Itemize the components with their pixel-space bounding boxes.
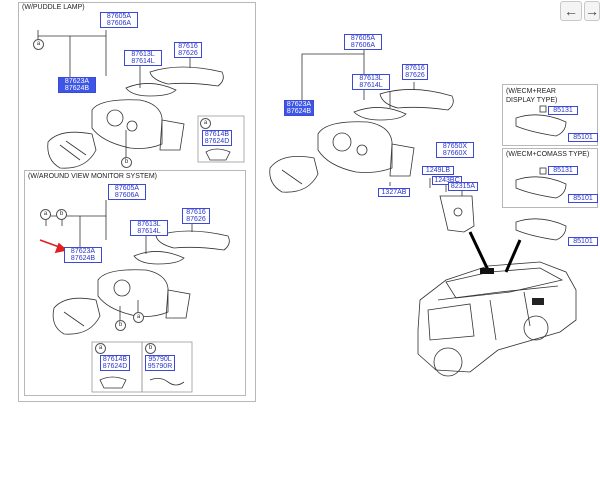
part-label-d4[interactable]: 85101 bbox=[568, 194, 598, 203]
part-label-c8[interactable]: 82315A bbox=[448, 182, 478, 191]
next-button[interactable]: → bbox=[584, 1, 600, 21]
ecm-compass-title: (W/ECM+COMASS TYPE) bbox=[506, 151, 590, 158]
callout-b: b bbox=[115, 320, 126, 331]
callout-a: a bbox=[133, 312, 144, 323]
callout-a: a bbox=[33, 39, 44, 50]
callout-a: a bbox=[95, 343, 106, 354]
previous-button[interactable]: ← bbox=[560, 1, 582, 21]
left-panel bbox=[18, 2, 256, 402]
part-label-c7[interactable]: 1243BC bbox=[432, 176, 462, 185]
ecm-compass-box bbox=[502, 148, 598, 208]
callout-b: b bbox=[145, 343, 156, 354]
ecm-rear-title: (W/ECM+REAR DISPLAY TYPE) bbox=[506, 88, 558, 104]
part-label-d3[interactable]: 85131 bbox=[548, 166, 578, 175]
part-label-d5[interactable]: 85101 bbox=[568, 237, 598, 246]
part-label-d1[interactable]: 85131 bbox=[548, 106, 578, 115]
callout-b: b bbox=[56, 209, 67, 220]
ecm-rear-box bbox=[502, 84, 598, 146]
puddle-lamp-title: (W/PUDDLE LAMP) bbox=[22, 4, 85, 11]
part-label-d2[interactable]: 85101 bbox=[568, 133, 598, 142]
part-label-c9[interactable]: 1327AB bbox=[378, 188, 410, 197]
avm-title: (W/AROUND VIEW MONITOR SYSTEM) bbox=[28, 173, 157, 180]
callout-a: a bbox=[200, 118, 211, 129]
part-label-c6[interactable]: 1249LB bbox=[422, 166, 454, 175]
callout-b: b bbox=[121, 157, 132, 168]
callout-a: a bbox=[40, 209, 51, 220]
avm-section-box bbox=[24, 170, 246, 396]
